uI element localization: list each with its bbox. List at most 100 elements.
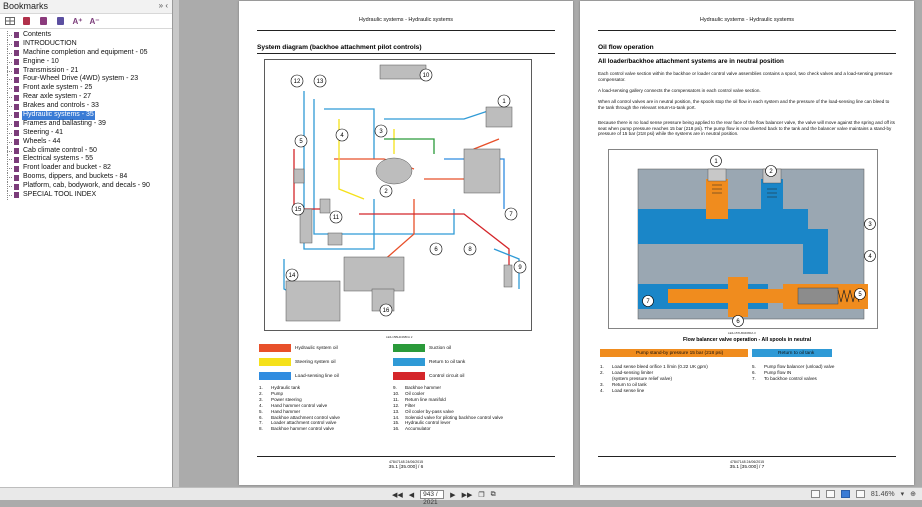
bookmark-label: Transmission - 21: [23, 66, 79, 74]
bookmark-page-icon: [14, 183, 19, 190]
callout-1: 1: [710, 155, 722, 167]
legend-item: 9. Backhoe hammer: [393, 385, 503, 391]
item-text: Pump: [271, 390, 284, 396]
callout-12: 12: [290, 74, 304, 88]
bookmark-item[interactable]: Transmission - 21: [0, 66, 172, 76]
bookmark-item[interactable]: Machine completion and equipment - 05: [0, 48, 172, 58]
bookmark-page-icon: [14, 76, 19, 83]
panel-collapse-controls[interactable]: » ‹: [158, 1, 168, 10]
svg-text:13: 13: [317, 79, 324, 85]
item-text: Hand hammer control valve: [271, 402, 328, 408]
svg-text:6: 6: [736, 319, 740, 325]
bookmark-item[interactable]: Engine - 10: [0, 57, 172, 67]
item-number: 12.: [393, 402, 400, 408]
bookmark-item[interactable]: Cab climate control - 50: [0, 146, 172, 156]
item-number: 6.: [752, 369, 756, 375]
bookmark-remove-icon[interactable]: [55, 16, 66, 26]
font-decrease-icon[interactable]: A⁻: [89, 16, 100, 26]
item-number: 10.: [393, 390, 400, 396]
zoom-in-icon[interactable]: ⊕: [910, 491, 916, 498]
svg-text:4: 4: [340, 133, 344, 139]
svg-text:9: 9: [518, 265, 522, 271]
grid-icon[interactable]: [4, 16, 15, 26]
document-page-left: Hydraulic systems - Hydraulic systems Sy…: [239, 1, 573, 485]
footer-page-number: 35.1 [35.000] / 6: [388, 465, 424, 470]
item-number: 5.: [752, 364, 756, 369]
bookmark-label: Wheels - 44: [23, 137, 61, 145]
bookmark-item[interactable]: Wheels - 44: [0, 137, 172, 147]
bookmark-label: Four-Wheel Drive (4WD) system - 23: [23, 75, 139, 83]
bookmark-item[interactable]: SPECIAL TOOL INDEX: [0, 191, 172, 200]
bookmark-label: INTRODUCTION: [23, 39, 77, 47]
bookmark-item[interactable]: Front axle system - 25: [0, 84, 172, 94]
legend-swatch-steering: [259, 358, 291, 366]
legend-swatch-load-sensing: [259, 372, 291, 380]
bookmark-item[interactable]: Rear axle system - 27: [0, 93, 172, 103]
item-text: Backhoe attachment control valve: [271, 414, 340, 420]
page-number-input[interactable]: 943 / 2021: [420, 490, 445, 506]
zoom-dropdown-icon[interactable]: ▾: [900, 491, 905, 498]
item-text: Return line manifold: [405, 396, 446, 402]
callout-11: 11: [329, 210, 343, 224]
font-increase-icon[interactable]: A⁺: [72, 16, 83, 26]
bookmark-label: Platform, cab, bodywork, and decals - 90: [23, 182, 150, 190]
item-text: Hydraulic control lever: [405, 420, 451, 426]
legend-item: 1.Load sense bleed orifice 1 l/min (0.22…: [600, 364, 708, 370]
bookmark-page-icon: [14, 112, 19, 119]
bookmark-item[interactable]: Front loader and bucket - 82: [0, 164, 172, 174]
zoom-level[interactable]: 81.46%: [870, 490, 895, 498]
bookmark-page-icon: [14, 59, 19, 66]
item-text: To backhoe control valves: [764, 375, 817, 381]
single-page-view-icon[interactable]: [810, 490, 820, 498]
prev-page-icon[interactable]: ◀: [408, 491, 415, 499]
panel-splitter[interactable]: [173, 0, 179, 487]
legend-item: 15.Hydraulic control lever: [393, 420, 503, 426]
bookmark-item[interactable]: Contents: [0, 31, 172, 40]
bookmark-item[interactable]: Hydraulic systems - 35: [0, 111, 172, 120]
bookmark-add-icon[interactable]: [38, 16, 49, 26]
two-page-view-icon[interactable]: [840, 490, 850, 498]
bookmark-page-icon: [14, 121, 19, 128]
bookmark-item[interactable]: Four-Wheel Drive (4WD) system - 23: [0, 75, 172, 85]
bookmark-item[interactable]: Steering - 41: [0, 128, 172, 138]
bookmark-item[interactable]: Brakes and controls - 33: [0, 102, 172, 112]
bookmark-label: Machine completion and equipment - 05: [23, 48, 148, 56]
item-number: 2.: [600, 369, 604, 375]
legend-item: 5.Hand hammer: [259, 409, 340, 415]
item-text: Loader attachment control valve: [271, 420, 337, 426]
item-number: 3.: [600, 381, 604, 387]
last-page-icon[interactable]: ▶▶: [461, 491, 473, 499]
next-page-icon[interactable]: ▶: [450, 491, 456, 499]
item-text: Backhoe hammer: [405, 385, 442, 390]
svg-text:10: 10: [423, 73, 430, 79]
item-number: 4.: [259, 402, 263, 408]
bookmark-item[interactable]: Frames and ballasting - 39: [0, 119, 172, 129]
bookmark-item[interactable]: Electrical systems - 55: [0, 155, 172, 165]
bookmark-label: Hydraulic systems - 35: [22, 111, 95, 120]
item-text: Accumulator: [405, 426, 431, 432]
bookmark-page-icon: [14, 139, 19, 146]
select-icon[interactable]: ⧉: [490, 490, 496, 498]
item-text: Pump flow balancer (unload) valve: [764, 364, 835, 369]
bookmark-icon[interactable]: [21, 16, 32, 26]
item-number: 9.: [393, 385, 397, 390]
continuous-view-icon[interactable]: [825, 490, 835, 498]
first-page-icon[interactable]: ◀◀: [392, 491, 403, 499]
bookmark-page-icon: [14, 50, 19, 57]
bookmark-label: Electrical systems - 55: [23, 155, 94, 163]
legend-label: Steering system oil: [295, 360, 336, 365]
bookmark-item[interactable]: Platform, cab, bodywork, and decals - 90: [0, 182, 172, 192]
bookmark-item[interactable]: Booms, dippers, and buckets - 84: [0, 173, 172, 183]
item-text: Pump flow IN: [764, 369, 792, 375]
two-page-continuous-icon[interactable]: [855, 490, 865, 498]
bookmark-page-icon: [14, 156, 19, 163]
svg-text:1: 1: [714, 159, 718, 165]
svg-text:7: 7: [509, 212, 513, 218]
legend-swatch-hydraulic: [259, 344, 291, 352]
bookmark-item[interactable]: INTRODUCTION: [0, 39, 172, 49]
svg-text:4: 4: [868, 254, 872, 260]
page-navigation: ◀◀ ◀ 943 / 2021 ▶ ▶▶ ❐ ⧉: [392, 490, 496, 506]
copy-icon[interactable]: ❐: [478, 491, 485, 499]
